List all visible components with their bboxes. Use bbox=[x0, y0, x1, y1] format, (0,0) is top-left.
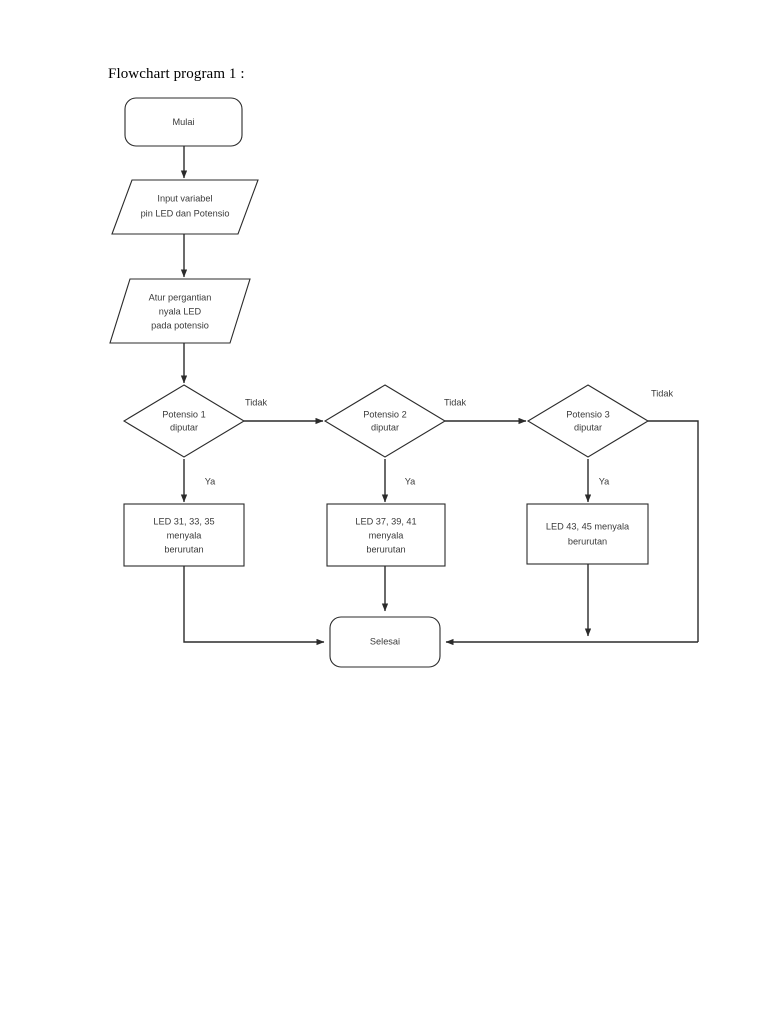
setup-parallelogram-shape bbox=[109, 278, 251, 344]
start-terminator-shape bbox=[124, 97, 243, 147]
input-label-line-1: Input variabel bbox=[157, 193, 212, 203]
edge-label-layer: Tidak Tidak Tidak Ya Ya Ya bbox=[205, 388, 674, 486]
node-decision-potensio-2[interactable]: Potensio 2 diputar bbox=[323, 384, 447, 458]
process2-label-line-1: LED 37, 39, 41 bbox=[355, 516, 416, 526]
start-label: Mulai bbox=[173, 117, 195, 127]
process3-box-shape bbox=[526, 503, 649, 565]
node-start[interactable]: Mulai bbox=[124, 97, 243, 147]
node-process-led-2[interactable]: LED 37, 39, 41 menyala berurutan bbox=[326, 503, 446, 567]
node-decision-potensio-3[interactable]: Potensio 3 diputar bbox=[526, 384, 650, 458]
setup-label-line-1: Atur pergantian bbox=[149, 292, 212, 302]
process2-label-line-2: menyala bbox=[369, 530, 405, 540]
setup-label-line-3: pada potensio bbox=[151, 320, 209, 330]
connector-layer bbox=[180, 146, 699, 646]
process1-label-line-2: menyala bbox=[167, 530, 203, 540]
decision3-label-line-1: Potensio 3 bbox=[566, 409, 609, 419]
edge-label-ya-3: Ya bbox=[599, 476, 610, 486]
node-process-led-1[interactable]: LED 31, 33, 35 menyala berurutan bbox=[123, 503, 245, 567]
edge-label-ya-1: Ya bbox=[205, 476, 216, 486]
decision2-diamond-shape bbox=[323, 384, 447, 458]
decision3-diamond-shape bbox=[526, 384, 650, 458]
end-terminator-shape bbox=[329, 616, 441, 668]
page-title: Flowchart program 1 : bbox=[108, 66, 245, 82]
end-label: Selesai bbox=[370, 636, 400, 646]
edge-label-tidak-2: Tidak bbox=[444, 397, 467, 407]
edge-decision3-tidak-to-bottom-rail bbox=[648, 420, 699, 642]
decision1-label-line-2: diputar bbox=[170, 422, 198, 432]
setup-label-line-2: nyala LED bbox=[159, 306, 202, 316]
node-decision-potensio-1[interactable]: Potensio 1 diputar bbox=[122, 384, 246, 458]
input-parallelogram-shape bbox=[111, 179, 259, 235]
process1-box-shape bbox=[123, 503, 245, 567]
edge-label-tidak-3: Tidak bbox=[651, 388, 674, 398]
decision2-label-line-1: Potensio 2 bbox=[363, 409, 406, 419]
node-setup-led-switching[interactable]: Atur pergantian nyala LED pada potensio bbox=[109, 278, 251, 344]
process1-label-line-1: LED 31, 33, 35 bbox=[153, 516, 214, 526]
process3-label-line-1: LED 43, 45 menyala bbox=[546, 521, 630, 531]
node-process-led-3[interactable]: LED 43, 45 menyala berurutan bbox=[526, 503, 649, 565]
edge-process1-to-end bbox=[183, 566, 325, 646]
node-input-variables[interactable]: Input variabel pin LED dan Potensio bbox=[111, 179, 259, 235]
process3-label-line-2: berurutan bbox=[568, 536, 607, 546]
decision3-label-line-2: diputar bbox=[574, 422, 602, 432]
input-label-line-2: pin LED dan Potensio bbox=[141, 208, 230, 218]
decision1-diamond-shape bbox=[122, 384, 246, 458]
edge-label-tidak-1: Tidak bbox=[245, 397, 268, 407]
decision2-label-line-2: diputar bbox=[371, 422, 399, 432]
decision1-label-line-1: Potensio 1 bbox=[162, 409, 205, 419]
process2-box-shape bbox=[326, 503, 446, 567]
node-end[interactable]: Selesai bbox=[329, 616, 441, 668]
process2-label-line-3: berurutan bbox=[366, 544, 405, 554]
edge-label-ya-2: Ya bbox=[405, 476, 416, 486]
process1-label-line-3: berurutan bbox=[164, 544, 203, 554]
